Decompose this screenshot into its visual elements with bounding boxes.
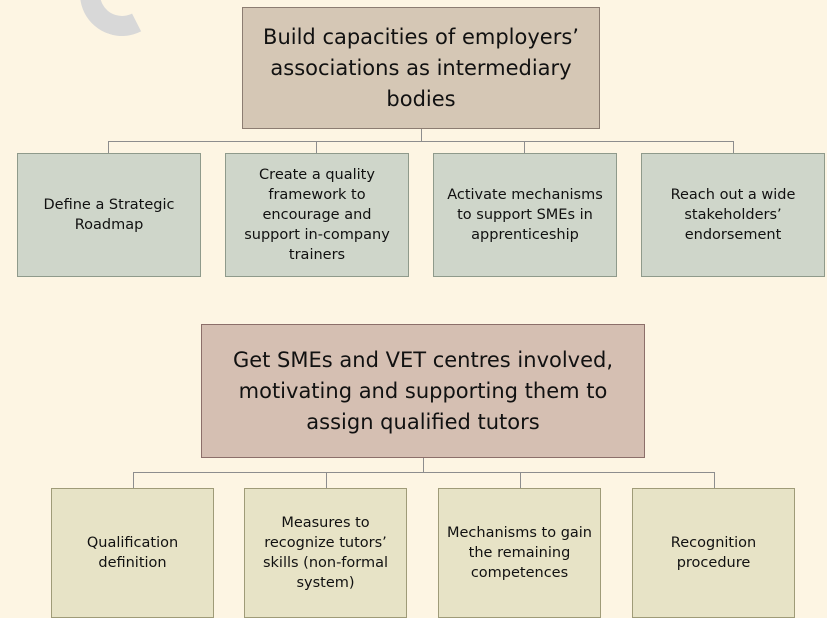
top-parent-node: Build capacities of employers’ associati… (242, 7, 600, 129)
bottom-child-4-stem (714, 472, 715, 488)
bottom-child-3-line-1: Mechanisms to gain (446, 525, 592, 541)
bottom-child-node-4: Recognition procedure (632, 488, 795, 618)
top-child-node-3: Activate mechanisms to support SMEs in a… (433, 153, 617, 277)
top-child-4-stem (733, 141, 734, 153)
bottom-parent-line-2: motivating and supporting them to (238, 378, 608, 403)
bottom-child-node-3: Mechanisms to gain the remaining compete… (438, 488, 601, 618)
decorative-ring-logo (69, 0, 175, 47)
bottom-child-2-line-4: system) (296, 575, 355, 591)
top-child-3-stem (524, 141, 525, 153)
bottom-child-4-line-2: procedure (676, 555, 751, 571)
bottom-child-1-line-1: Qualification (86, 535, 179, 551)
top-parent-line-1: Build capacities of employers’ (263, 24, 579, 49)
top-child-2-line-2: framework to (268, 187, 366, 203)
bottom-child-4-line-1: Recognition (670, 535, 757, 551)
bottom-parent-stem (423, 458, 424, 472)
bottom-child-3-line-2: the remaining (468, 545, 571, 561)
top-child-1-line-1: Define a Strategic (43, 197, 175, 213)
bottom-child-2-line-2: recognize tutors’ (264, 535, 387, 551)
bottom-child-3-stem (520, 472, 521, 488)
top-parent-line-2: associations as intermediary (270, 55, 572, 80)
top-child-3-line-1: Activate mechanisms (447, 187, 603, 203)
top-connector-bar (108, 141, 733, 142)
top-child-node-1: Define a Strategic Roadmap (17, 153, 201, 277)
bottom-parent-line-1: Get SMEs and VET centres involved, (232, 347, 614, 372)
bottom-child-2-stem (326, 472, 327, 488)
bottom-child-1-stem (133, 472, 134, 488)
top-child-1-stem (108, 141, 109, 153)
bottom-connector-bar (133, 472, 714, 473)
bottom-child-node-2: Measures to recognize tutors’ skills (no… (244, 488, 407, 618)
bottom-child-2-line-3: skills (non-formal (262, 555, 389, 571)
top-child-3-line-2: to support SMEs in (457, 207, 593, 223)
top-child-4-line-3: endorsement (684, 227, 782, 243)
bottom-child-node-1: Qualification definition (51, 488, 214, 618)
top-child-3-line-3: apprenticeship (471, 227, 579, 243)
top-child-2-stem (316, 141, 317, 153)
bottom-child-2-line-1: Measures to (281, 515, 370, 531)
top-child-node-4: Reach out a wide stakeholders’ endorseme… (641, 153, 825, 277)
top-child-node-2: Create a quality framework to encourage … (225, 153, 409, 277)
top-child-2-line-5: trainers (288, 247, 346, 263)
top-child-2-line-4: support in-company (244, 227, 390, 243)
bottom-parent-line-3: assign qualified tutors (306, 409, 540, 434)
bottom-parent-node: Get SMEs and VET centres involved, motiv… (201, 324, 645, 458)
top-child-2-line-3: encourage and (262, 207, 372, 223)
top-child-4-line-2: stakeholders’ (684, 207, 782, 223)
top-child-1-line-2: Roadmap (74, 217, 144, 233)
top-parent-stem (421, 129, 422, 141)
top-parent-line-3: bodies (386, 86, 456, 111)
bottom-child-3-line-3: competences (470, 565, 569, 581)
bottom-child-1-line-2: definition (98, 555, 167, 571)
top-child-2-line-1: Create a quality (259, 167, 375, 183)
top-child-4-line-1: Reach out a wide (670, 187, 796, 203)
